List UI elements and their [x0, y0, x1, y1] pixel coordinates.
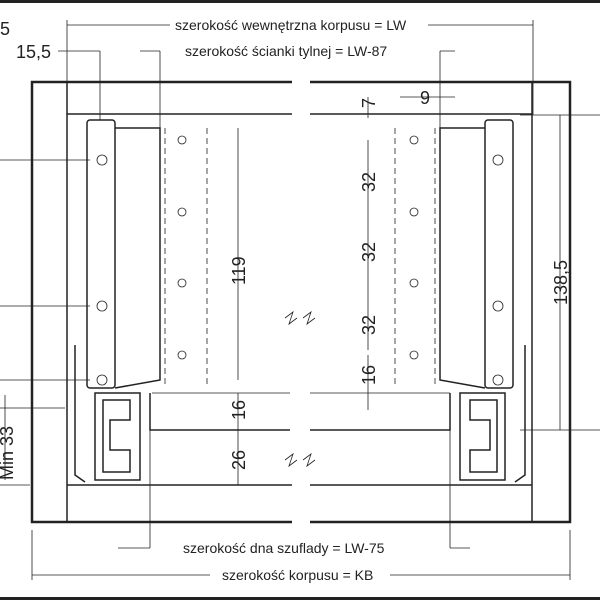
cabinet-left — [30, 80, 292, 524]
dim-spacing-1: 32 — [359, 172, 379, 192]
dim-left-offset: 15,5 — [16, 42, 51, 62]
dim-bottom-thickness: 16 — [229, 400, 249, 420]
dim-min-clearance: Min 33 — [0, 426, 17, 480]
dim-top-gap: 7 — [359, 98, 379, 108]
dimension-lines — [0, 20, 600, 580]
drawer-side-right — [310, 119, 526, 483]
bottom-border — [0, 597, 600, 600]
drawer-side-left — [74, 119, 290, 483]
dim-bottom-gap: 26 — [229, 450, 249, 470]
dim-total-height: 138,5 — [551, 260, 571, 305]
bottom-width-label: szerokość dna szuflady = LW-75 — [183, 540, 385, 556]
dim-bottom-offset-right: 16 — [359, 365, 379, 385]
top-border — [0, 0, 600, 3]
dim-right-offset: 9 — [420, 88, 430, 108]
dim-spacing-2: 32 — [359, 242, 379, 262]
back-width-label: szerokość ścianki tylnej = LW-87 — [185, 43, 387, 59]
figure-number: 5 — [0, 19, 10, 39]
cabinet-width-label: szerokość korpusu = KB — [222, 567, 373, 583]
dim-spacing-3: 32 — [359, 315, 379, 335]
break-marks — [284, 310, 316, 468]
dim-side-height: 119 — [229, 256, 249, 285]
inner-width-label: szerokość wewnętrzna korpusu = LW — [175, 17, 407, 33]
